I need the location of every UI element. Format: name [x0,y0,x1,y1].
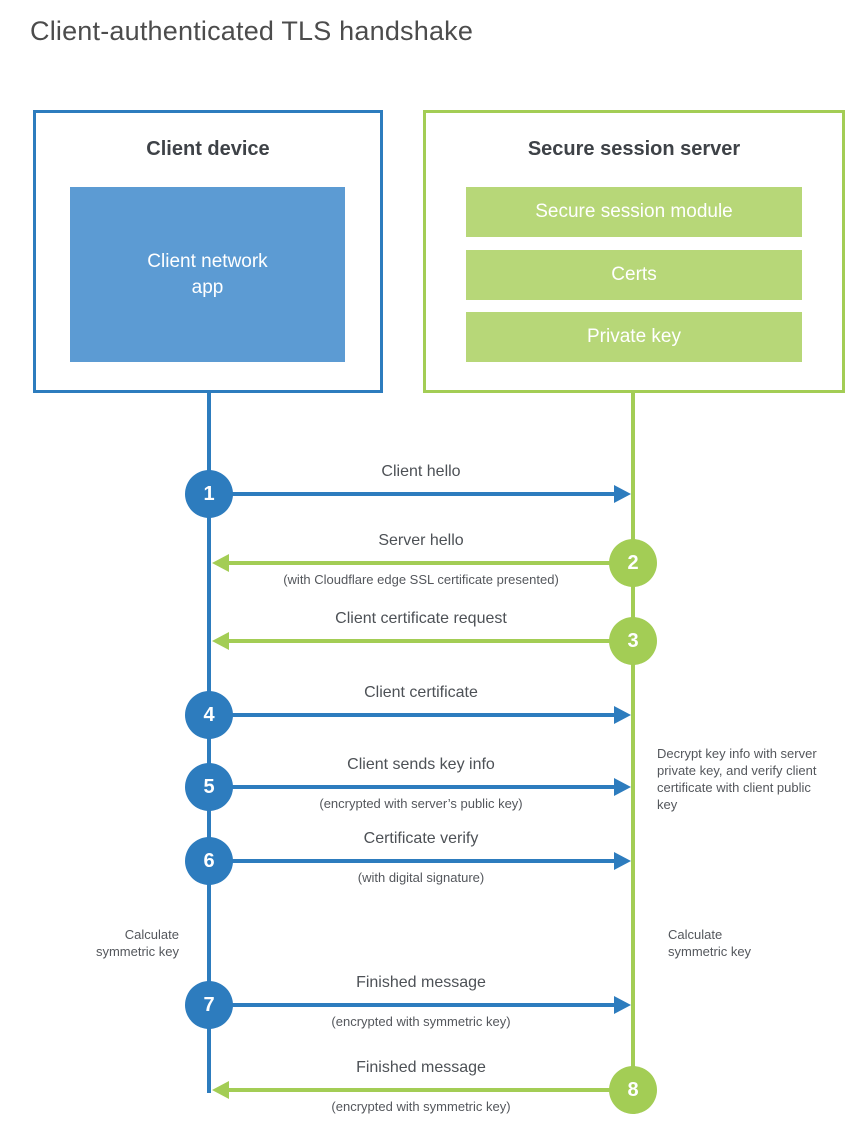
step-number-badge: 4 [185,691,233,739]
step-sublabel: (with Cloudflare edge SSL certificate pr… [283,572,559,587]
step-label: Finished message [356,974,486,991]
server-module-label: Secure session module [535,201,733,222]
client-network-app-box: Client network app [70,187,345,362]
arrow-line [232,859,614,863]
decrypt-key-info-note: Decrypt key info with server private key… [657,746,817,812]
client-device-title: Client device [146,138,270,160]
arrow-left-icon [212,632,229,650]
server-module-secure-session: Secure session module [466,187,802,237]
arrow-line [232,713,614,717]
client-device-box: Client device Client network app [33,110,383,393]
server-module-private-key: Private key [466,312,802,362]
step-number-badge: 3 [609,617,657,665]
arrow-right-icon [614,996,631,1014]
arrow-left-icon [212,554,229,572]
arrow-line [232,1003,614,1007]
page-title: Client-authenticated TLS handshake [30,16,474,46]
server-lifeline [631,392,635,1090]
arrow-right-icon [614,706,631,724]
client-network-app-label: Client network app [147,250,268,298]
secure-session-server-box: Secure session server Secure session mod… [423,110,845,393]
step-sublabel: (with digital signature) [357,870,485,885]
step-label: Client sends key info [347,756,495,773]
step-number-badge: 1 [185,470,233,518]
arrow-line [229,561,610,565]
step-number-badge: 8 [609,1066,657,1114]
arrow-right-icon [614,852,631,870]
calculate-symmetric-key-note-server: Calculate symmetric key [668,927,752,959]
step-sublabel: (encrypted with symmetric key) [331,1099,511,1114]
step-label: Certificate verify [363,830,479,847]
arrow-line [229,1088,610,1092]
secure-session-server-title: Secure session server [527,138,741,160]
calculate-symmetric-key-note-client: Calculate symmetric key [95,927,179,959]
step-number-badge: 5 [185,763,233,811]
step-label: Server hello [378,532,464,549]
step-label: Client hello [381,463,461,480]
step-label: Client certificate [364,684,478,701]
arrow-left-icon [212,1081,229,1099]
step-number-badge: 7 [185,981,233,1029]
arrow-line [232,492,614,496]
server-module-label: Private key [587,326,681,347]
arrow-line [229,639,610,643]
step-sublabel: (encrypted with symmetric key) [331,1014,511,1029]
arrow-right-icon [614,778,631,796]
arrow-line [232,785,614,789]
client-lifeline [207,392,211,1093]
step-number-badge: 6 [185,837,233,885]
server-module-certs: Certs [466,250,802,300]
step-number-badge: 2 [609,539,657,587]
step-label: Finished message [356,1059,486,1076]
server-module-label: Certs [611,264,657,285]
step-sublabel: (encrypted with server’s public key) [319,796,523,811]
step-label: Client certificate request [335,610,507,627]
arrow-right-icon [614,485,631,503]
